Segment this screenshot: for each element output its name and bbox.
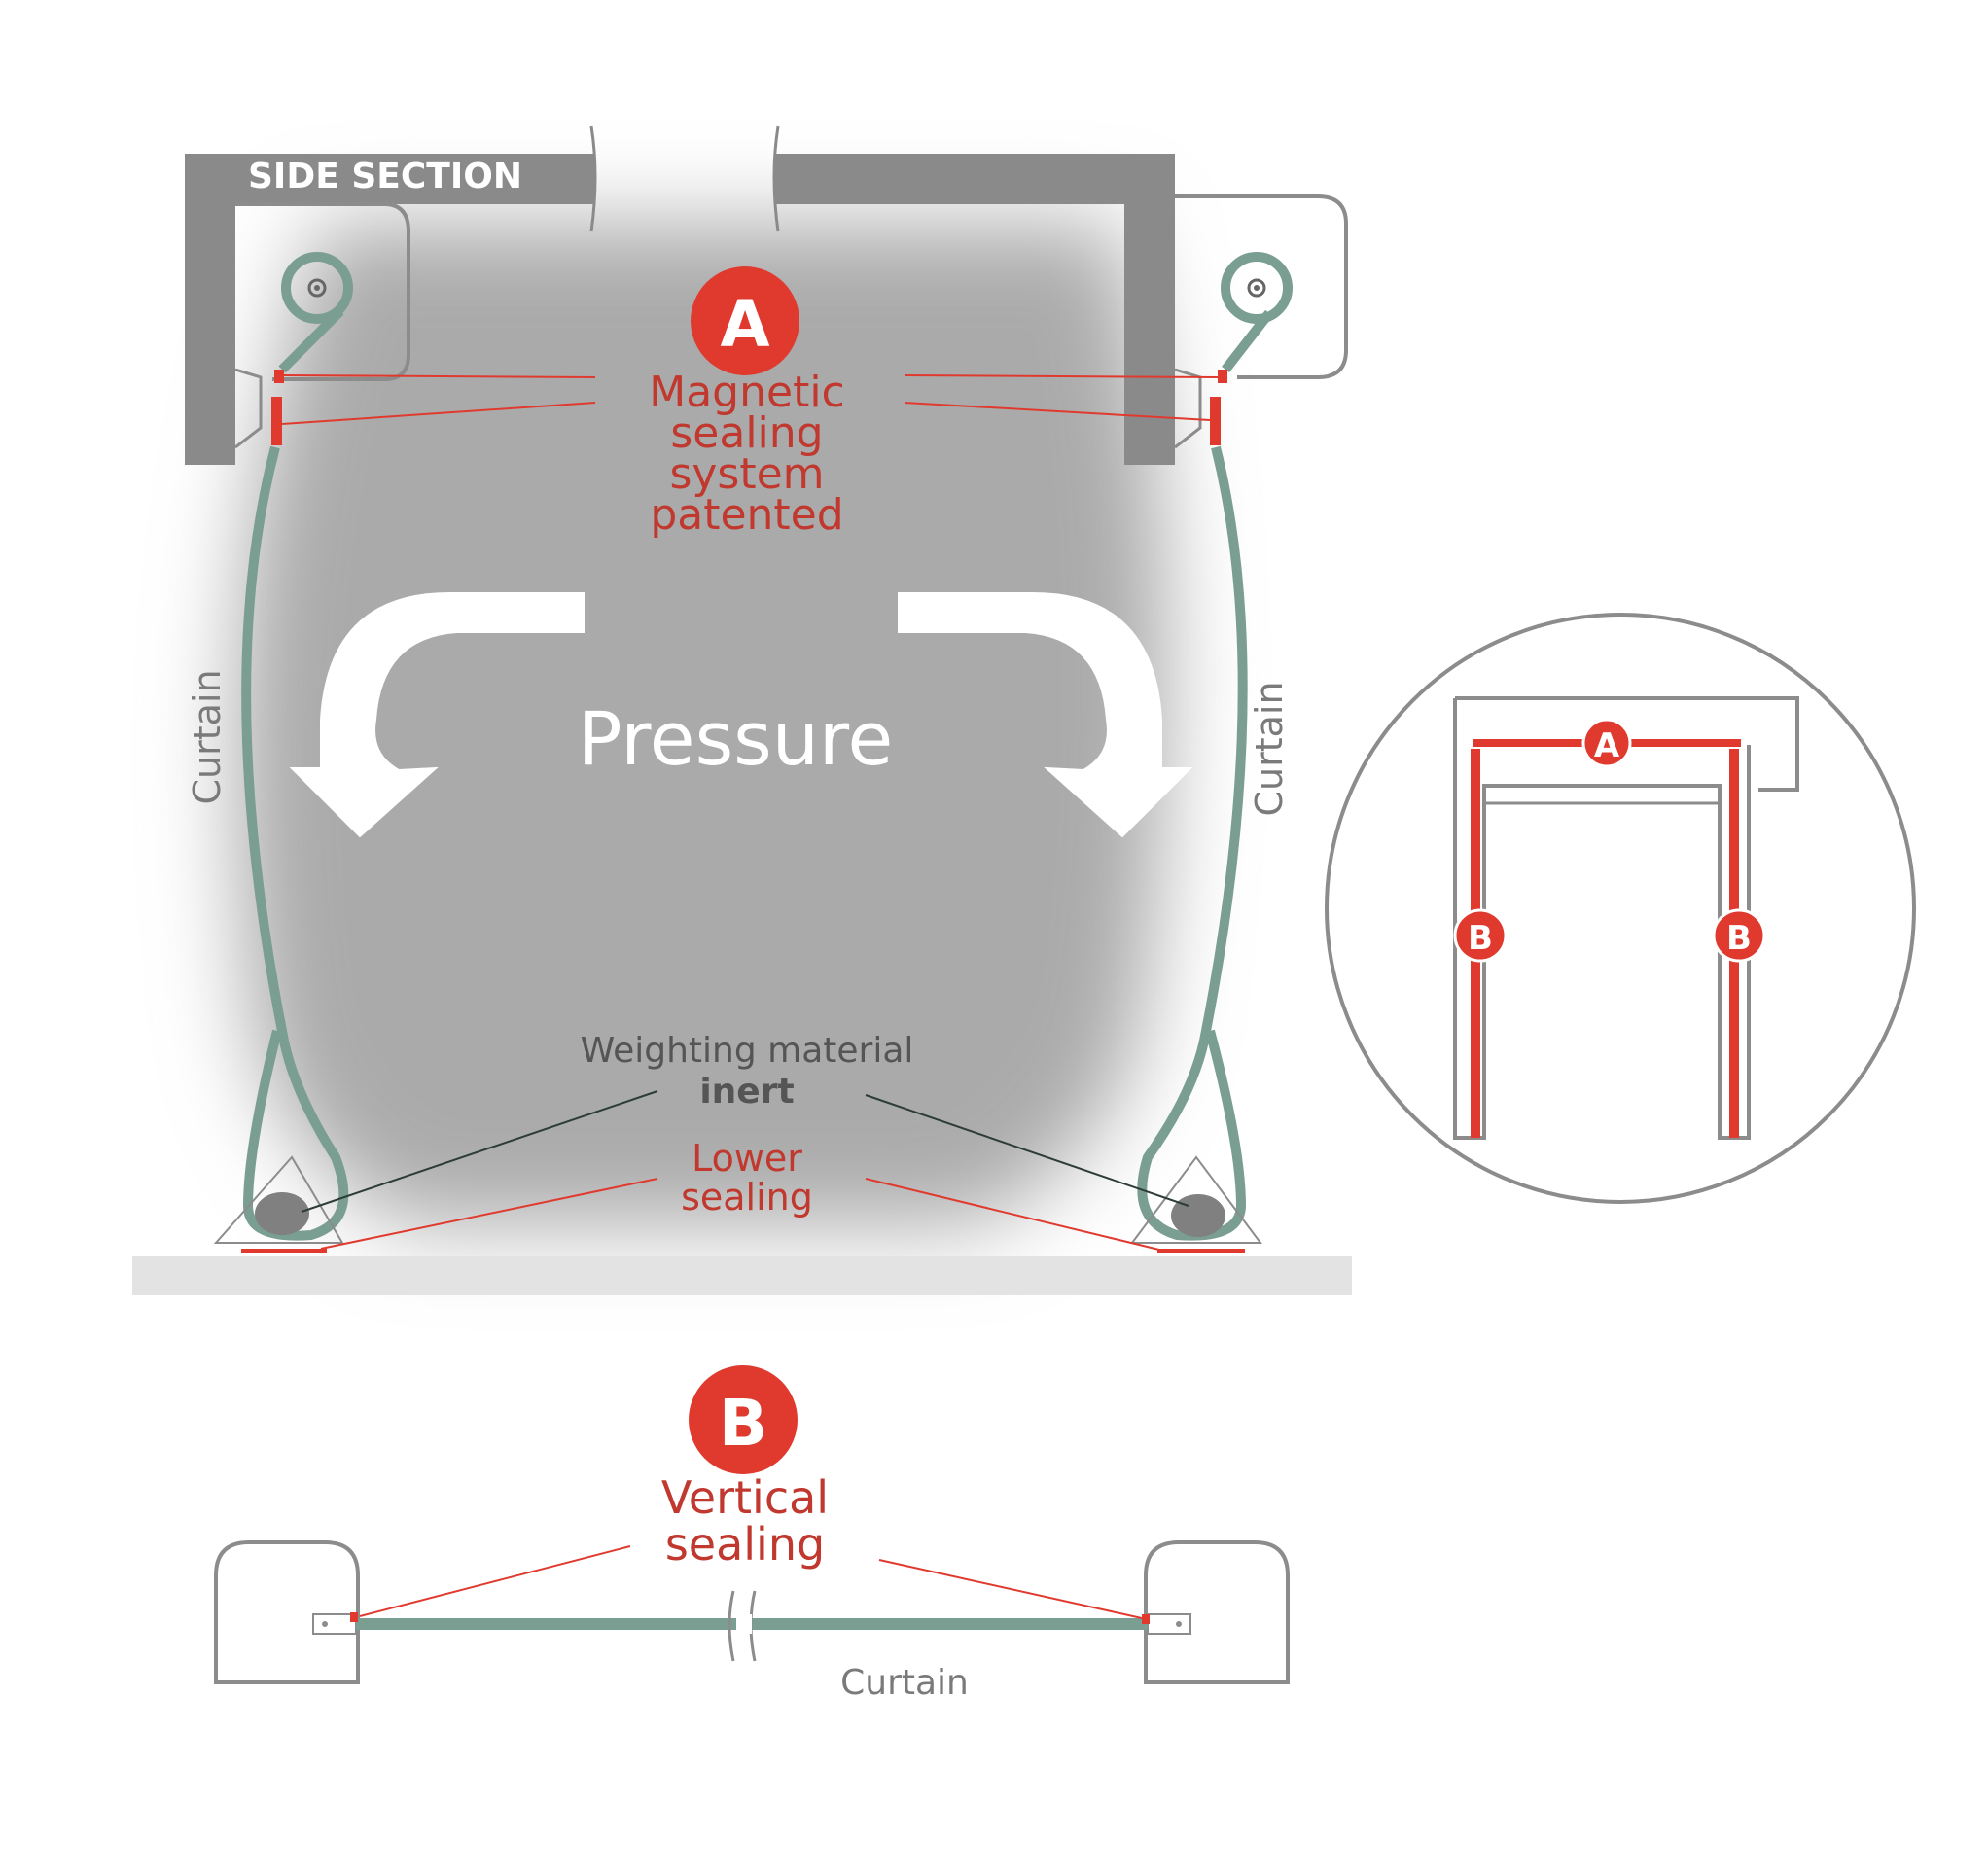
marker-a-letter: A: [720, 287, 769, 362]
right-curtain: [1137, 445, 1248, 1241]
side-section-label: SIDE SECTION: [248, 157, 522, 196]
pressure-arrow-right: [898, 592, 1193, 838]
left-curtain: [241, 445, 349, 1241]
vertical-sealing-plan: [214, 1540, 1290, 1684]
vertical-sealing-line-2: sealing: [665, 1518, 825, 1571]
front-view-inset: A B B: [1325, 613, 1916, 1204]
leader-lines: [301, 1090, 1189, 1252]
left-roller: [278, 252, 353, 373]
magnetic-line-3: system: [669, 449, 824, 499]
right-roller-housing: [1174, 194, 1348, 449]
lower-sealing-line-1: Lower: [692, 1137, 802, 1180]
magnetic-seal-markers: [271, 370, 1227, 445]
pressure-arrow-left: [289, 592, 585, 838]
marker-a: A: [691, 266, 799, 375]
lower-sealing-line-2: sealing: [681, 1176, 813, 1219]
left-weight: [213, 1155, 344, 1253]
magnetic-line-2: sealing: [670, 408, 823, 458]
floor: [132, 1256, 1352, 1295]
marker-b: B: [689, 1365, 798, 1474]
side-section-frame: SIDE SECTION: [185, 125, 1175, 465]
weighting-label: Weighting material: [581, 1031, 914, 1071]
inset-marker-b-left: B: [1468, 919, 1493, 958]
inset-marker-b-right: B: [1726, 919, 1752, 958]
vertical-sealing-line-1: Vertical: [661, 1471, 829, 1524]
curtain-label-left: Curtain: [186, 669, 229, 804]
curtain-label-right: Curtain: [1248, 681, 1291, 816]
inert-label: inert: [699, 1072, 794, 1112]
marker-b-letter: B: [719, 1386, 767, 1461]
inset-marker-a: A: [1594, 726, 1620, 765]
magnetic-line-1: Magnetic: [649, 368, 844, 417]
pressure-zone: [235, 224, 1167, 1225]
magnetic-line-4: patented: [650, 490, 843, 540]
right-roller: [1221, 252, 1293, 373]
left-roller-housing: [234, 202, 410, 449]
curtain-label-bottom: Curtain: [840, 1663, 969, 1703]
magnetic-sealing-text: Magnetic sealing system patented: [649, 368, 844, 540]
pressure-label: Pressure: [578, 695, 894, 782]
